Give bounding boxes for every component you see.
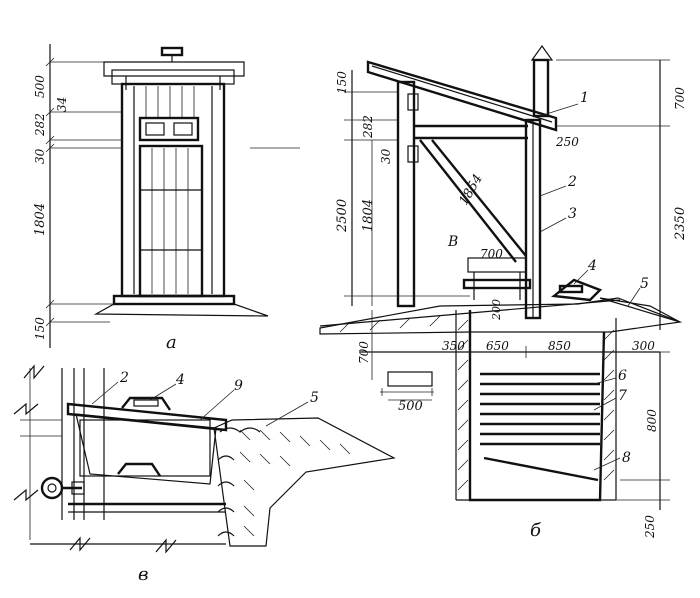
section-dim-650: 650	[486, 339, 509, 353]
section-dim-300: 300	[632, 339, 655, 353]
detail-callout-4: 4	[175, 372, 185, 388]
front-dim-500: 500	[33, 75, 47, 98]
section-dim-right-2350: 2350	[673, 207, 688, 241]
section-dim-right-700: 700	[673, 87, 687, 110]
section-dim-inner-700: 700	[480, 247, 503, 261]
front-dim-150: 150	[33, 317, 47, 340]
section-dim-bottom-700: 700	[357, 341, 371, 364]
view-label-a: а	[166, 332, 177, 353]
section-dim-right-800: 800	[645, 409, 659, 432]
section-callout-2: 2	[567, 174, 577, 190]
section-dim-2500: 2500	[335, 199, 350, 233]
section-dim-850: 850	[548, 339, 571, 353]
section-dim-200: 200	[490, 299, 503, 321]
section-dim-inner-250: 250	[555, 135, 579, 149]
section-callout-6: 6	[618, 368, 627, 384]
section-dim-282: 282	[361, 115, 375, 139]
detail-callout-5: 5	[310, 390, 319, 406]
section-dim-150: 150	[335, 71, 349, 94]
front-dim-282: 282	[33, 113, 47, 137]
front-view: 500 34 282 30 1804 150 а	[33, 44, 300, 353]
section-dim-right-250: 250	[643, 515, 657, 539]
front-dim-34: 34	[55, 97, 69, 112]
view-label-b: б	[530, 520, 542, 541]
section-dim-1804: 1804	[361, 199, 376, 232]
section-callout-4: 4	[587, 258, 597, 274]
detail-callout-2: 2	[119, 370, 129, 386]
section-mark-v: В	[447, 234, 458, 250]
section-callout-5: 5	[640, 276, 649, 292]
section-callout-8: 8	[622, 450, 631, 466]
section-callout-3: 3	[568, 206, 577, 222]
view-label-v: в	[138, 564, 148, 585]
section-view: 150 282 30 2500 1804 700 2350 800 250 18…	[319, 44, 688, 541]
detail-view: 2 4 9 5 в	[13, 364, 396, 585]
detail-callout-9: 9	[234, 378, 243, 394]
section-dim-500: 500	[398, 399, 423, 414]
section-callout-7: 7	[618, 388, 627, 404]
front-dim-1804: 1804	[33, 203, 48, 236]
section-dim-30: 30	[379, 148, 393, 164]
section-dim-350: 350	[442, 339, 465, 353]
section-callout-1: 1	[580, 90, 589, 106]
front-dim-30: 30	[33, 148, 47, 164]
